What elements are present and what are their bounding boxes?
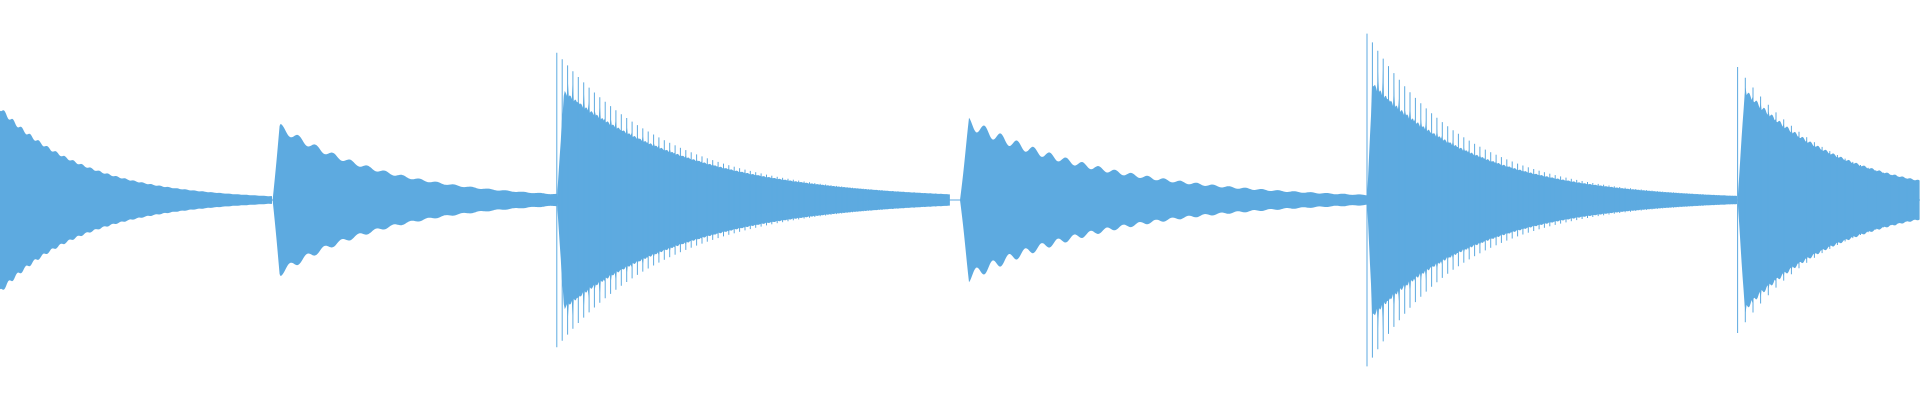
waveform-burst-5 [1367, 69, 1737, 331]
waveform-bursts [0, 33, 1920, 367]
waveform-burst-6 [1737, 87, 1920, 313]
waveform-burst-4 [960, 117, 1367, 283]
waveform-burst-1 [0, 110, 272, 290]
waveform-burst-3 [556, 78, 950, 322]
waveform-burst-2 [272, 123, 557, 277]
